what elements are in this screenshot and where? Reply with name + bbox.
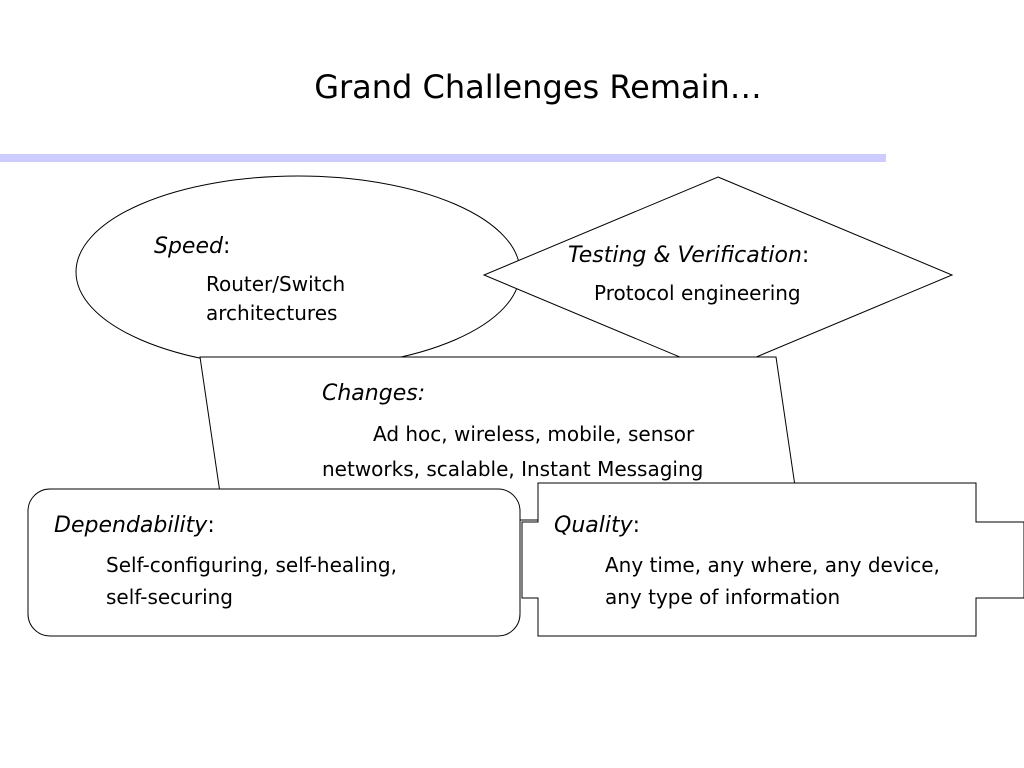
dependability-heading: Dependability:	[54, 513, 215, 538]
quality-line-2: any type of information	[605, 585, 841, 609]
speed-line-1: Router/Switch	[206, 272, 346, 296]
slide-title: Grand Challenges Remain…	[314, 68, 762, 106]
speed-heading: Speed:	[154, 234, 231, 259]
speed-line-2: architectures	[206, 301, 338, 325]
quality-puzzle-box	[521, 482, 1024, 637]
testing-heading: Testing & Verification:	[568, 243, 810, 268]
changes-heading: Changes:	[322, 381, 426, 406]
dependability-rounded-box	[27, 488, 521, 637]
quality-heading: Quality:	[554, 513, 641, 538]
changes-line-1: Ad hoc, wireless, mobile, sensor	[373, 422, 695, 446]
changes-line-2: networks, scalable, Instant Messaging	[322, 457, 704, 481]
dependability-line-2: self-securing	[106, 585, 233, 609]
testing-diamond	[482, 176, 954, 374]
testing-line-1: Protocol engineering	[594, 281, 801, 305]
title-underline-rule	[0, 154, 886, 162]
dependability-line-1: Self-configuring, self-healing,	[106, 553, 397, 577]
quality-line-1: Any time, any where, any device,	[605, 553, 940, 577]
